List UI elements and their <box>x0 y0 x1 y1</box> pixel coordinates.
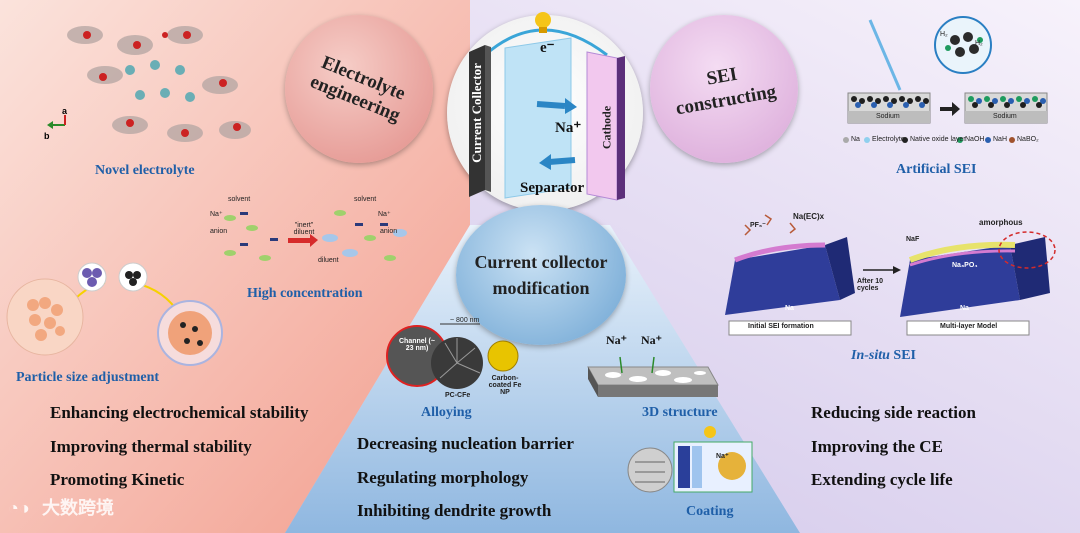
hc-inert-label: "inert" diluent <box>293 222 315 236</box>
hc-anion2-label: anion <box>380 228 398 235</box>
3d-structure-label: 3D structure <box>642 405 718 420</box>
insitu-sei-label: In-situ SEI <box>851 348 916 364</box>
crystal-structure-image <box>47 26 251 142</box>
legend-nah: NaH <box>993 136 1008 143</box>
bulb-icon <box>535 12 551 33</box>
insitu-prefix: In-situ <box>851 348 890 363</box>
na-ion-label: Na⁺ <box>555 120 582 136</box>
electrolyte-engineering-circle: Electrolyte engineering <box>285 15 433 163</box>
cathode-label: Cathode <box>599 105 614 150</box>
legend-electrolyte: Electrolyte <box>872 136 905 143</box>
3d-structure-image <box>587 356 719 397</box>
na3po4-label: Na₃PO₄ <box>952 262 978 269</box>
pc-cfe-label: PC-CFe <box>445 392 471 399</box>
collector-modification-circle: Current collector modification <box>456 205 626 345</box>
naec-label: Na(EC)x <box>793 212 825 221</box>
left-bullet-1: Enhancing electrochemical stability <box>50 403 309 422</box>
sodium1-label: Sodium <box>876 113 900 120</box>
left-bullet-3: Promoting Kinetic <box>50 470 185 489</box>
hc-solvent2-label: solvent <box>354 196 377 203</box>
left-bullet-2: Improving thermal stability <box>50 437 252 456</box>
high-concentration-label: High concentration <box>247 286 363 301</box>
separator-label: Separator <box>520 180 585 196</box>
artificial-sei-label: Artificial SEI <box>896 162 977 177</box>
hc-na2-label: Na⁺ <box>378 211 391 218</box>
artificial-sei-image <box>843 16 1048 143</box>
watermark-logo: ◔◑ 大数跨境 <box>8 494 114 520</box>
insitu-sei-image <box>725 214 1056 336</box>
particle-size-label: Particle size adjustment <box>16 370 160 385</box>
insitu-suffix: SEI <box>889 348 916 363</box>
coating-image <box>627 426 753 493</box>
legend-oxide: Native oxide layer <box>910 136 966 143</box>
alloying-image <box>386 323 519 389</box>
hc-solvent-label: solvent <box>228 196 251 203</box>
carbon-fe-label: Carbon-coated Fe NP <box>488 375 522 396</box>
electron-label: e⁻ <box>540 40 555 56</box>
axis-a-label: a <box>62 106 68 116</box>
na-a-label: Na⁺ <box>606 333 627 347</box>
hc-diluent-label: diluent <box>318 257 339 264</box>
hc-anion-label: anion <box>210 228 228 235</box>
na-b-label: Na⁺ <box>641 333 662 347</box>
current-collector-label: Current Collector <box>469 63 484 163</box>
sodium2-label: Sodium <box>993 113 1017 120</box>
initial-sei-label: Initial SEI formation <box>748 323 814 330</box>
novel-electrolyte-label: Novel electrolyte <box>95 163 195 178</box>
right-bullet-1: Reducing side reaction <box>811 403 976 422</box>
right-bullet-2: Improving the CE <box>811 437 943 456</box>
amorphous-label: amorphous <box>979 218 1023 227</box>
legend-nabo2: NaBO₂ <box>1017 136 1039 143</box>
alloying-label: Alloying <box>421 405 472 420</box>
scale-label: ~ 800 nm <box>450 317 480 324</box>
axis-b-label: b <box>44 131 50 141</box>
sei-constructing-label: SEI constructing <box>674 63 778 120</box>
coating-label: Coating <box>686 504 734 519</box>
middle-bullet-2: Regulating morphology <box>357 468 529 487</box>
middle-bullet-1: Decreasing nucleation barrier <box>357 434 574 453</box>
middle-bullet-3: Inhibiting dendrite growth <box>357 501 552 520</box>
high-concentration-schematic <box>224 210 407 261</box>
right-bullet-3: Extending cycle life <box>811 470 953 489</box>
multilayer-label: Multi-layer Model <box>940 323 998 330</box>
battery-schematic <box>469 12 625 201</box>
watermark-text: 大数跨境 <box>42 498 114 518</box>
pf6-label: PF₆⁻ <box>750 222 766 229</box>
na-block2-label: Na <box>960 305 969 312</box>
collector-modification-label: Current collector modification <box>474 252 608 298</box>
naf-label: NaF <box>906 236 920 243</box>
channel-label: Channel (~ 23 nm) <box>399 338 435 352</box>
watermark-logo-icon: ◔◑ <box>8 498 30 518</box>
h2a-label: H₂ <box>940 31 948 38</box>
coat-na-label: Na⁺ <box>716 453 729 460</box>
hc-na-label: Na⁺ <box>210 211 223 218</box>
particle-size-schematic <box>6 262 223 366</box>
h2b-label: H₂ <box>975 40 983 47</box>
legend-na: Na <box>851 136 860 143</box>
electrolyte-engineering-label: Electrolyte engineering <box>307 52 409 127</box>
after-cycles-label: After 10 cycles <box>857 278 884 292</box>
legend-naoh: NaOH <box>965 136 985 143</box>
sei-constructing-circle: SEI constructing <box>650 15 798 163</box>
na-block1-label: Na <box>785 305 794 312</box>
